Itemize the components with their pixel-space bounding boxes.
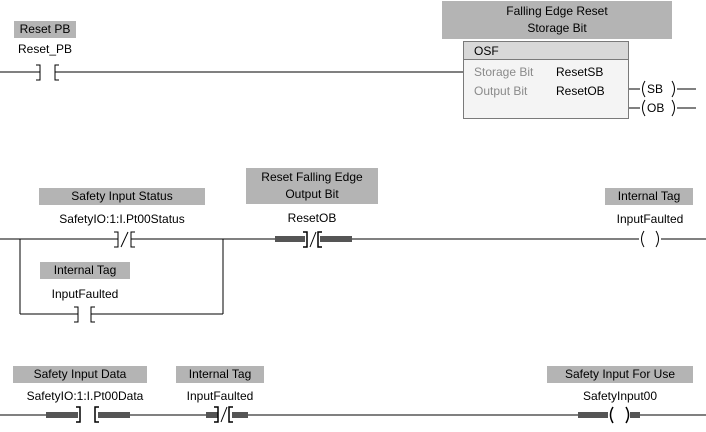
reset-ob-description-line2: Output Bit — [285, 187, 339, 201]
rung-1-wires — [0, 238, 706, 315]
safety-input-for-use-coil[interactable] — [578, 406, 640, 424]
coil-sb[interactable] — [642, 80, 675, 98]
safety-status-description: Safety Input Status — [39, 188, 205, 205]
osf-instruction-block[interactable]: OSF Storage Bit ResetSB Output Bit ResetOB — [463, 41, 629, 119]
internal-tag-tag: InputFaulted — [186, 389, 254, 403]
reset-ob-description-line1: Reset Falling Edge — [261, 170, 363, 184]
osf-output-wires — [629, 88, 696, 109]
safety-data-description: Safety Input Data — [13, 366, 147, 383]
input-faulted-coil[interactable] — [641, 230, 659, 248]
reset-ob-xio-contact[interactable] — [275, 231, 352, 248]
osf-description-line1: Falling Edge Reset — [506, 4, 608, 18]
branch-description: Internal Tag — [40, 262, 130, 279]
osf-output-row[interactable]: Output Bit ResetOB — [474, 83, 605, 99]
safety-input-for-use-description: Safety Input For Use — [547, 366, 693, 383]
osf-description-line2: Storage Bit — [527, 21, 587, 35]
branch-tag: InputFaulted — [51, 287, 119, 301]
input-faulted-xio-contact[interactable] — [206, 406, 248, 423]
reset-pb-tag: Reset_PB — [17, 42, 73, 56]
coil-description: Internal Tag — [605, 188, 693, 205]
osf-storage-value[interactable]: ResetSB — [556, 65, 604, 79]
coil-sb-label: SB — [647, 82, 664, 96]
osf-output-label: Output Bit — [474, 84, 528, 98]
safety-data-xic-contact[interactable] — [46, 406, 130, 423]
internal-tag-description: Internal Tag — [176, 366, 264, 383]
osf-storage-label: Storage Bit — [474, 65, 534, 79]
osf-title: OSF — [464, 42, 628, 60]
coil-ob-label: OB — [647, 101, 665, 115]
safety-status-tag: SafetyIO:1:I.Pt00Status — [59, 212, 185, 226]
input-faulted-xic-branch-contact[interactable] — [74, 306, 95, 323]
safety-input-for-use-tag: SafetyInput00 — [582, 389, 658, 403]
coil-ob[interactable] — [642, 99, 675, 117]
osf-output-value[interactable]: ResetOB — [556, 84, 605, 98]
reset-ob-tag: ResetOB — [287, 211, 337, 225]
osf-description: Falling Edge Reset Storage Bit — [442, 1, 672, 39]
reset-pb-description: Reset PB — [14, 21, 76, 38]
reset-ob-description: Reset Falling Edge Output Bit — [246, 168, 378, 204]
osf-storage-row[interactable]: Storage Bit ResetSB — [474, 64, 603, 80]
safety-data-tag: SafetyIO:1:I.Pt00Data — [26, 389, 144, 403]
safety-status-xio-contact[interactable] — [114, 231, 135, 248]
reset-pb-contact[interactable] — [36, 64, 59, 81]
coil-tag: InputFaulted — [616, 212, 684, 226]
